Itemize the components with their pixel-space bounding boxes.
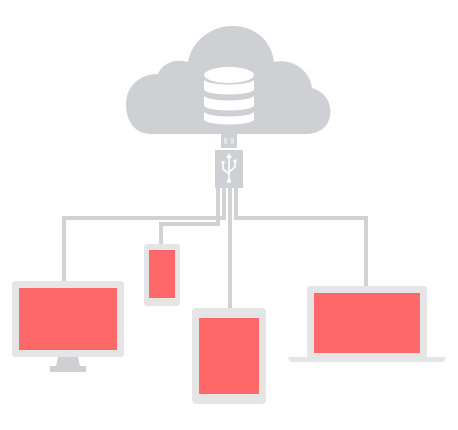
- laptop-icon: [288, 286, 446, 362]
- tablet-icon: [192, 308, 266, 404]
- connection-lines: [62, 188, 368, 310]
- phone-screen: [149, 250, 175, 298]
- line-to-monitor: [62, 188, 226, 282]
- smartphone-icon: [144, 244, 180, 306]
- tablet-screen: [199, 318, 259, 394]
- line-to-laptop: [234, 188, 368, 288]
- monitor-screen: [19, 288, 117, 350]
- laptop-screen: [314, 293, 420, 353]
- line-to-phone: [159, 188, 220, 246]
- desktop-monitor-icon: [12, 281, 124, 372]
- usb-symbol-icon: [221, 153, 237, 183]
- database-icon: [204, 67, 254, 125]
